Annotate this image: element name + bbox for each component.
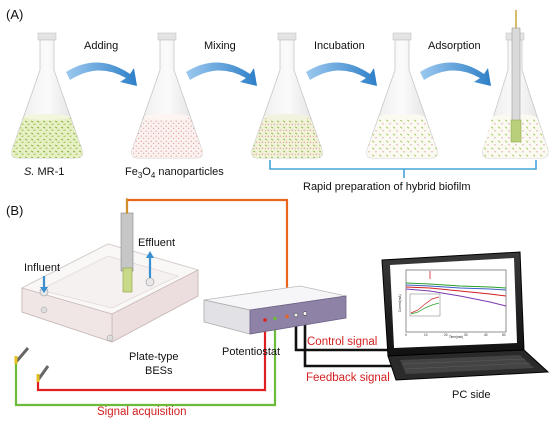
feedback-cable <box>303 321 400 368</box>
step-label-mixing: Mixing <box>204 40 236 52</box>
step-label-adding: Adding <box>84 40 118 52</box>
flask-mixing <box>251 32 323 159</box>
screen-xtick-5: 50 <box>502 333 506 337</box>
screen-xlabel: Time(min) <box>449 335 463 339</box>
screen-xtick-3: 30 <box>464 333 468 337</box>
red-wire <box>36 320 267 392</box>
signal-acquisition-label: Signal acquisition <box>97 406 187 418</box>
flask-fe3o4 <box>131 32 203 159</box>
effluent-arrow <box>146 251 154 278</box>
plate-type-bes-reactor <box>14 198 200 382</box>
control-signal-label: Control signal <box>307 336 377 348</box>
pc-side-label: PC side <box>452 389 491 401</box>
screen-xtick-0: 0 <box>405 333 407 337</box>
electrode-plate <box>510 119 522 143</box>
panel-a-label: (A) <box>6 7 23 22</box>
potentiostat-label: Potentiostat <box>222 346 280 358</box>
bracket-label: Rapid preparation of hybrid biofilm <box>303 181 471 193</box>
feedback-signal-label: Feedback signal <box>306 372 390 384</box>
screen-plot: Time(min) Current(mA) 0 10 20 30 40 50 <box>398 269 507 339</box>
reactor-electrode <box>120 212 134 272</box>
screen-series-4 <box>405 288 507 307</box>
effluent-label: Effluent <box>138 237 175 249</box>
label-fe3o4-nanoparticles: Fe3O4 nanoparticles <box>125 166 224 180</box>
panel-b-label: (B) <box>6 203 23 218</box>
port-control <box>293 312 299 318</box>
port-green <box>273 316 277 321</box>
effluent-port <box>145 277 155 287</box>
influent-label: Influent <box>24 262 60 274</box>
label-shewanella: S. MR-1 <box>24 166 64 178</box>
step-arrow-adding <box>66 62 137 86</box>
flask-adsorption <box>482 10 549 159</box>
potentiostat-device <box>203 285 347 335</box>
screen-xtick-4: 40 <box>484 333 488 337</box>
flask-incubation <box>366 32 438 159</box>
port-red <box>263 318 267 322</box>
flask-shewanella <box>11 32 83 159</box>
screen-series-2 <box>405 284 507 291</box>
screen-series-3 <box>405 286 507 297</box>
green-wire <box>14 320 277 407</box>
screen-ylabel: Current(mA) <box>398 294 402 312</box>
step-arrow-incubation <box>306 62 377 86</box>
influent-arrow <box>40 276 48 293</box>
screen-xtick-1: 10 <box>424 333 428 337</box>
step-arrow-adsorption <box>420 62 491 86</box>
hybrid-biofilm-bracket <box>269 160 537 178</box>
step-label-adsorption: Adsorption <box>428 40 481 52</box>
port-orange <box>285 314 289 319</box>
port-feedback <box>302 311 308 316</box>
step-label-incubation: Incubation <box>314 40 365 52</box>
step-arrow-mixing <box>186 62 257 86</box>
screen-xtick-2: 20 <box>444 333 448 337</box>
screen-series-1 <box>405 282 507 289</box>
reactor-label-line2: BESs <box>145 365 173 377</box>
reactor-label-line1: Plate-type <box>129 351 179 363</box>
control-cable <box>294 321 395 352</box>
